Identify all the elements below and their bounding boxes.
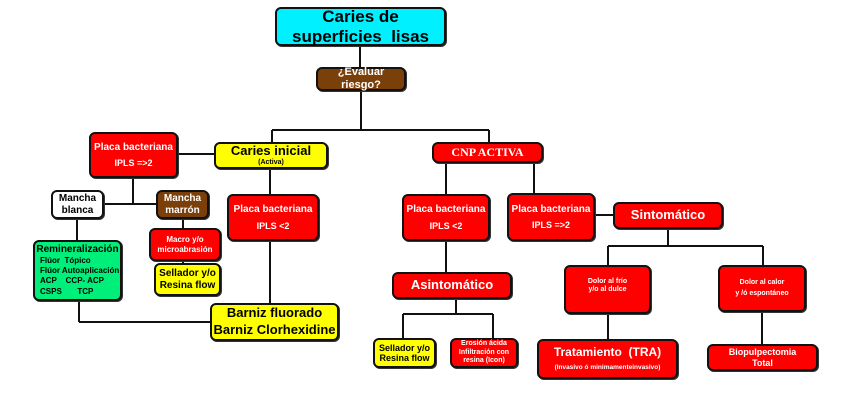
sellador-mid-node: Sellador y/o Resina flow (373, 338, 436, 368)
macro-node: Macro y/o microabrasión (149, 228, 221, 261)
mancha-blanca-node: Mancha blanca (51, 190, 104, 219)
dolor-calor-line2: y /ó espontáneo (735, 290, 789, 298)
biopulpectomia-line1: Biopulpectomia (728, 347, 797, 358)
barniz-line1: Barniz fluorado (226, 305, 323, 321)
erosion-node: Erosión ácida Infiltración con resina (I… (450, 338, 518, 368)
cnp-activa-label: CNP ACTIVA (451, 144, 524, 159)
erosion-line3: resina (Icon) (463, 357, 505, 365)
dolor-frio-line2: y/o al dulce (588, 286, 627, 294)
sellador-line2: Resina flow (159, 279, 216, 291)
remin-row: ACP CCP- ACP (40, 276, 105, 286)
placa-title: Placa bacteriana (233, 204, 313, 216)
remineralizacion-node: Remineralización Flúor Tópico Flúor Auto… (33, 240, 122, 301)
dolor-frio-line1: Dolor al frío (587, 278, 628, 285)
asintomatico-label: Asintomático (410, 277, 494, 293)
mancha-blanca-line1: Mancha (58, 193, 97, 204)
mancha-blanca-line2: blanca (61, 204, 94, 216)
placa-title: Placa bacteriana (511, 203, 591, 215)
dolor-frio-node: Dolor al frío y/o al dulce (564, 265, 651, 314)
sellador-left-node: Sellador y/o Resina flow (154, 263, 221, 296)
biopulpectomia-line2: Total (752, 357, 773, 368)
remin-row: Flúor Autoaplicación (40, 265, 120, 275)
placa-left-high-node: Placa bacteriana IPLS =>2 (89, 132, 178, 178)
tratamiento-node: Tratamiento (TRA) (Invasivo ó minimament… (537, 339, 678, 379)
placa-value: IPLS =>2 (531, 220, 571, 231)
tratamiento-title: Tratamiento (TRA) (553, 345, 662, 360)
sintomatico-node: Sintomático (613, 202, 723, 229)
dolor-calor-line1: Dolor al calor (739, 279, 785, 286)
sintomatico-label: Sintomático (630, 207, 706, 223)
remineralizacion-list: Flúor Tópico Flúor Autoaplicación ACP CC… (35, 256, 120, 298)
cnp-activa-node: CNP ACTIVA (432, 142, 543, 163)
risk-label: ¿Evaluar riesgo? (337, 66, 385, 91)
placa-value: IPLS <2 (256, 220, 290, 231)
placa-mid-low-node: Placa bacteriana IPLS <2 (402, 194, 490, 241)
placa-right-high-node: Placa bacteriana IPLS =>2 (507, 193, 595, 241)
sellador-line2: Resina flow (379, 353, 430, 363)
remin-row: CSPS TCP (40, 286, 94, 296)
caries-inicial-subtitle: (Activa) (258, 158, 284, 166)
macro-line1: Macro y/o (166, 235, 204, 245)
mancha-marron-line1: Mancha (163, 193, 202, 204)
root-line2: superficies lisas (291, 26, 430, 46)
erosion-line2: Infiltración con (458, 348, 510, 356)
sellador-line1: Sellador y/o (378, 342, 431, 353)
remineralizacion-title: Remineralización (36, 244, 119, 255)
asintomatico-node: Asintomático (392, 272, 512, 299)
tratamiento-subtitle: (Invasivo ó minimamenteinvasivo) (554, 364, 661, 372)
dolor-calor-node: Dolor al calor y /ó espontáneo (718, 265, 806, 312)
placa-left-low-node: Placa bacteriana IPLS <2 (227, 194, 319, 241)
caries-inicial-title: Caries inicial (230, 143, 312, 158)
mancha-marron-node: Mancha marrón (156, 190, 209, 219)
placa-value: IPLS =>2 (114, 158, 153, 169)
barniz-line2: Barniz Clorhexidine (213, 322, 336, 337)
root-line1: Caries de (322, 6, 399, 26)
sellador-line1: Sellador y/o (159, 268, 216, 279)
biopulpectomia-node: Biopulpectomia Total (707, 344, 818, 371)
placa-title: Placa bacteriana (406, 204, 486, 216)
macro-line2: microabrasión (157, 244, 213, 254)
erosion-line1: Erosión ácida (461, 340, 507, 348)
barniz-node: Barniz fluorado Barniz Clorhexidine (210, 303, 339, 341)
remin-row: Flúor Tópico (40, 255, 91, 265)
risk-node: ¿Evaluar riesgo? (316, 66, 406, 91)
caries-inicial-node: Caries inicial (Activa) (214, 142, 328, 169)
root-node: Caries de superficies lisas (275, 7, 446, 46)
placa-value: IPLS <2 (429, 220, 463, 231)
mancha-marron-line2: marrón (165, 204, 200, 216)
placa-title: Placa bacteriana (94, 141, 173, 153)
